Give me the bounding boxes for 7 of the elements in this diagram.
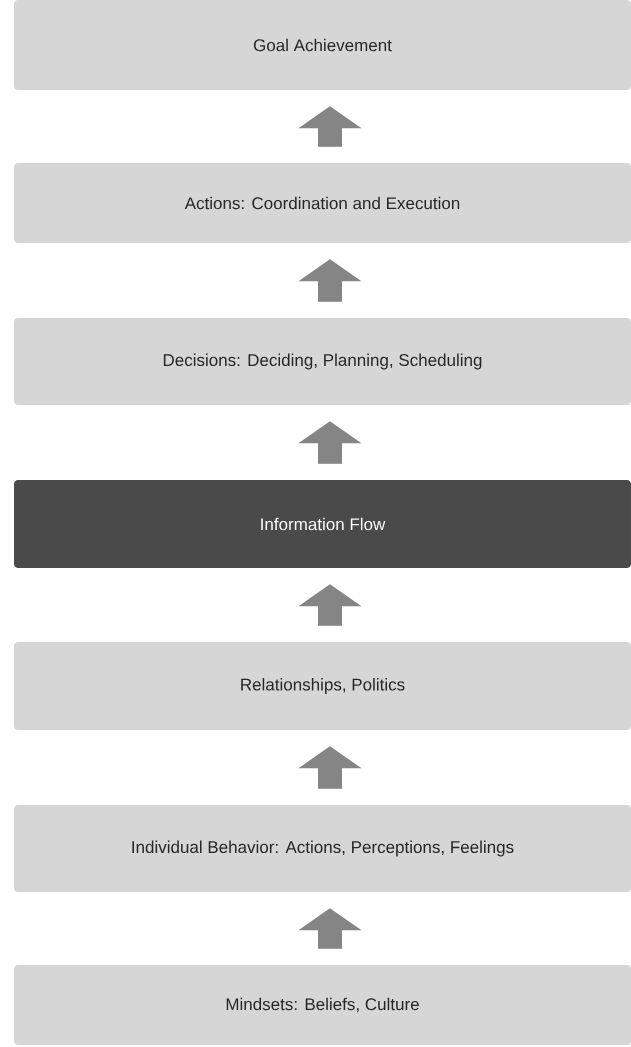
process-box: Goal Achievement [14,0,631,90]
process-box: Decisions: Deciding, Planning, Scheduling [14,318,631,405]
process-box: Relationships, Politics [14,642,631,730]
process-box: Mindsets: Beliefs, Culture [14,965,631,1045]
process-box: Information Flow [14,480,631,568]
process-box: Individual Behavior: Actions, Perceptions, Feelings [14,805,631,892]
process-box: Actions: Coordination and Execution [14,163,631,243]
